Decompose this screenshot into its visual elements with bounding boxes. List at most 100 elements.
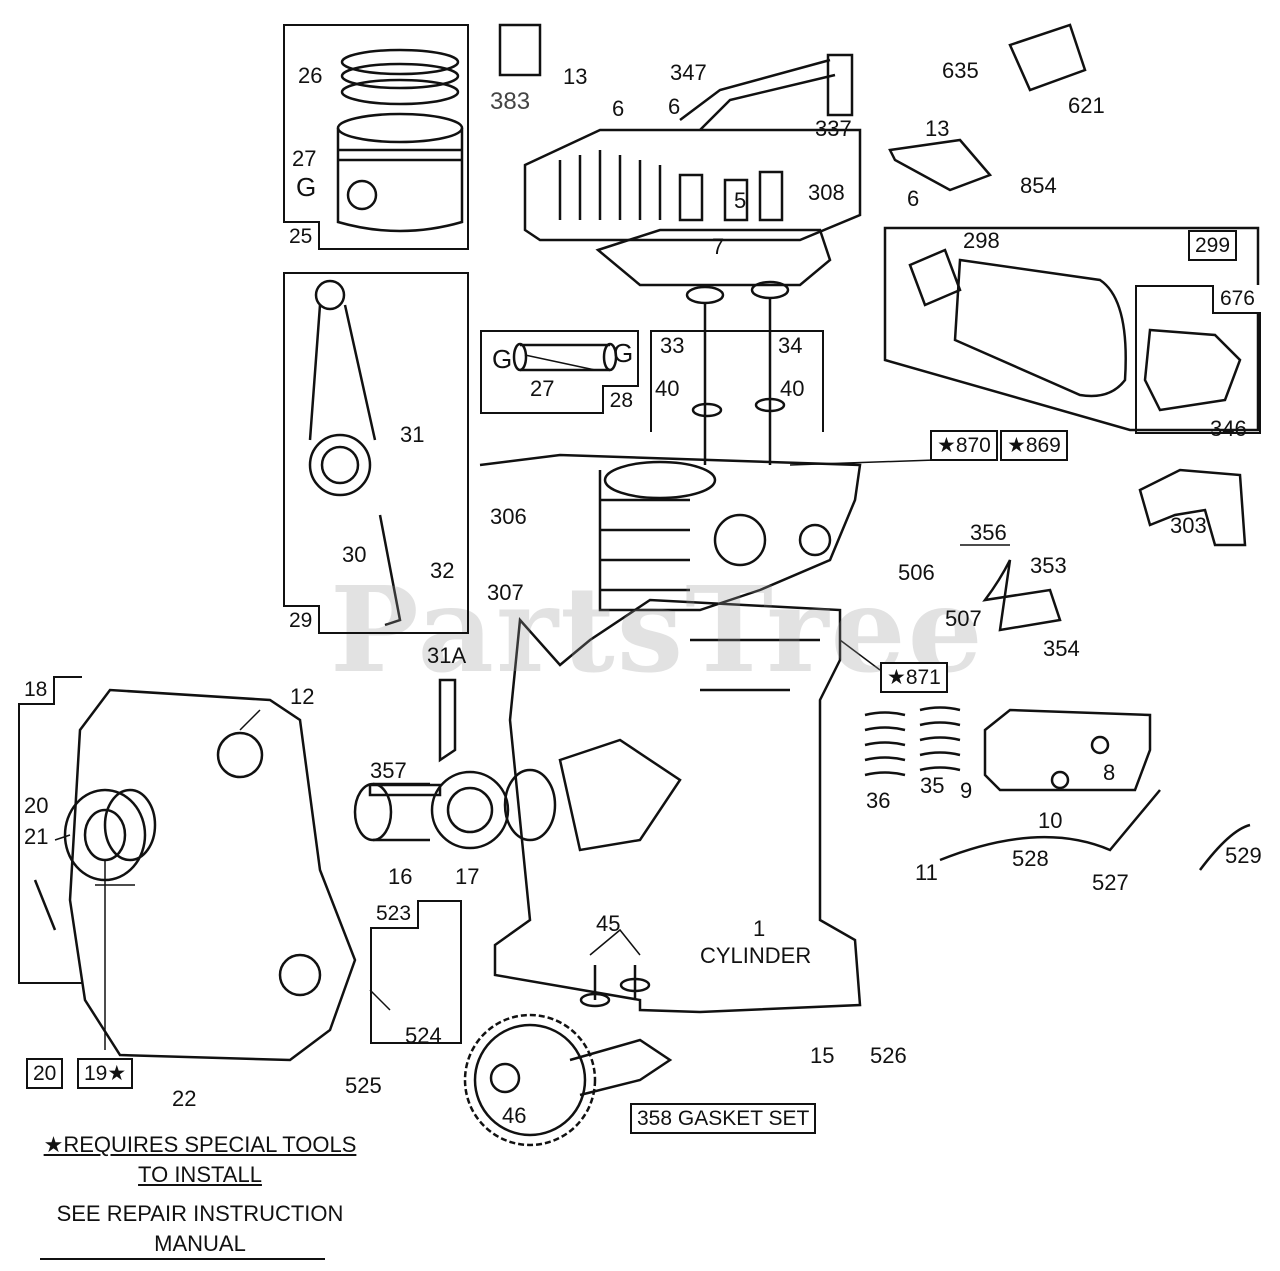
part-40-b: 40: [780, 376, 805, 401]
callout-20: 20: [26, 1058, 64, 1090]
piston-group-frame: 25: [283, 24, 469, 250]
part-15: 15: [810, 1043, 835, 1068]
valve-springs: [864, 706, 961, 777]
callout-19: 19★: [77, 1058, 134, 1090]
piston-rings: [340, 48, 460, 106]
part-383: 383: [490, 88, 531, 115]
part-525: 525: [345, 1073, 382, 1098]
part-36: 36: [866, 788, 891, 813]
part-528: 528: [1012, 846, 1049, 871]
part-507: 507: [945, 606, 982, 631]
valves: [685, 280, 790, 465]
group-label-299: 299: [1188, 230, 1238, 262]
part-337: 337: [815, 116, 852, 141]
part-20: 20: [24, 793, 49, 818]
note-manual: MANUAL: [154, 1231, 246, 1257]
note-to-install: TO INSTALL: [138, 1161, 262, 1187]
part-8: 8: [1103, 760, 1116, 785]
part-40-a: 40: [655, 376, 680, 401]
tappets: [579, 965, 651, 1008]
group-label-523: 523: [370, 900, 420, 930]
part-46: 46: [502, 1103, 527, 1128]
callout-869: ★869: [1000, 430, 1068, 462]
part-31a: 31A: [427, 643, 467, 668]
part-13-b: 13: [925, 116, 950, 141]
part-621: 621: [1068, 93, 1105, 118]
cylinder-block: [479, 453, 862, 1014]
part-854: 854: [1020, 173, 1057, 198]
part-16: 16: [388, 864, 413, 889]
part-34: 34: [778, 333, 803, 358]
part-g-right: G: [613, 338, 634, 368]
part-12: 12: [290, 684, 315, 709]
part-27-g: G: [296, 172, 317, 202]
part-26: 26: [298, 63, 323, 88]
part-6-b: 6: [668, 94, 681, 119]
lock-plate-31a: [438, 678, 457, 763]
cover-group-frame: 18: [18, 676, 82, 984]
group-label-25: 25: [283, 220, 321, 250]
part-45: 45: [596, 911, 621, 936]
elbow: [1138, 468, 1247, 547]
callout-871: ★871: [880, 662, 948, 694]
plug-group-frame: 523: [370, 900, 462, 1044]
part-303: 303: [1170, 513, 1207, 538]
cylinder-head: [523, 128, 862, 242]
terminal-356: [982, 559, 1062, 632]
rod-group-frame: 29: [283, 272, 469, 634]
head-gasket: [595, 228, 832, 287]
part-27: 27: [292, 146, 317, 171]
part-524: 524: [405, 1023, 442, 1048]
cam-gear: [463, 1013, 673, 1147]
part-10: 10: [1038, 808, 1063, 833]
part-g-left: G: [492, 344, 513, 374]
clip-621: [1008, 23, 1087, 92]
note-rule: [40, 1258, 325, 1260]
bracket-383: [498, 23, 542, 77]
part-347: 347: [670, 60, 707, 85]
part-307: 307: [487, 580, 524, 605]
part-298: 298: [963, 228, 1000, 253]
group-label-28: 28: [601, 384, 639, 414]
part-7: 7: [712, 234, 725, 259]
part-308: 308: [808, 180, 845, 205]
note-see-repair: SEE REPAIR INSTRUCTION: [56, 1201, 344, 1227]
leader-lines: [54, 354, 1010, 1050]
part-27-b: 27: [530, 376, 555, 401]
part-9: 9: [960, 778, 973, 803]
part-354: 354: [1043, 636, 1080, 661]
piston: [336, 112, 464, 233]
connecting-rod: [308, 279, 402, 627]
breather: [939, 708, 1251, 871]
gear-cover: [33, 688, 357, 1062]
valve-group-frame: [650, 330, 824, 432]
group-label-676: 676: [1211, 285, 1261, 315]
part-306: 306: [490, 504, 527, 529]
group-label-29: 29: [283, 604, 321, 634]
part-17: 17: [455, 864, 480, 889]
part-506: 506: [898, 560, 935, 585]
part-21: 21: [24, 824, 49, 849]
part-33: 33: [660, 333, 685, 358]
notes-block: ★REQUIRES SPECIAL TOOLS TO INSTALL SEE R…: [30, 1130, 370, 1259]
part-353: 353: [1030, 553, 1067, 578]
part-526: 526: [870, 1043, 907, 1068]
callout-358-gasket-set: 358 GASKET SET: [630, 1103, 817, 1135]
part-346: 346: [1210, 416, 1247, 441]
watermark-text: PartsTree: [330, 560, 985, 699]
pin-group-frame: 28: [480, 330, 639, 414]
part-529: 529: [1225, 843, 1262, 868]
note-requires-special-tools: ★REQUIRES SPECIAL TOOLS: [43, 1132, 357, 1157]
callout-870: ★870: [930, 430, 998, 462]
part-11: 11: [915, 860, 938, 885]
part-30: 30: [342, 542, 367, 567]
brace-347: [679, 58, 836, 131]
part-635: 635: [942, 58, 979, 83]
group-label-18: 18: [18, 676, 56, 706]
muffler: [908, 248, 1242, 412]
rod-cap-group-frame: 676: [1135, 285, 1261, 434]
part-32: 32: [430, 558, 455, 583]
part-527: 527: [1092, 870, 1129, 895]
part-356: 356: [970, 520, 1007, 545]
